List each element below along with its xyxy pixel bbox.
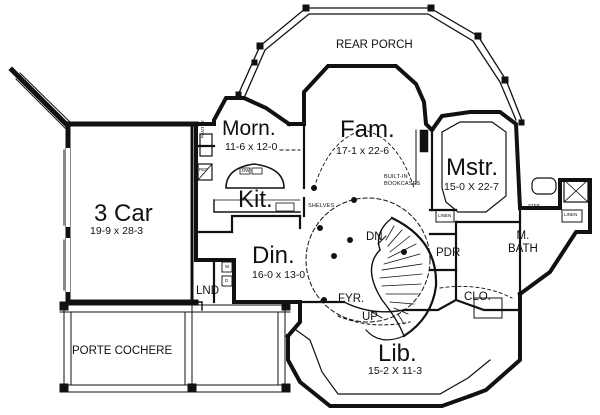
dining-room-dims: 16-0 x 13-0: [252, 269, 306, 281]
closet-label: CLO.: [464, 291, 491, 303]
morning-room-name: Morn.: [222, 117, 276, 140]
rear-porch-label: REAR PORCH: [336, 39, 413, 51]
garage-dims: 19-9 x 28-3: [90, 225, 144, 237]
dishwasher-note: DW: [242, 168, 250, 173]
dining-room-name: Din.: [252, 242, 295, 269]
pantry-note: PANTRY: [200, 120, 205, 138]
bookcases-note: BUILT-IN BOOKCASES: [384, 174, 421, 187]
stair-down-label: DN: [366, 231, 383, 243]
dryer-note: D: [225, 278, 229, 283]
laundry-label: LND: [196, 285, 220, 297]
kitchen-name: Kit.: [238, 186, 273, 213]
linen-note: LINEN: [438, 213, 452, 218]
foyer-stair: [305, 197, 438, 341]
porte-cochere-label: PORTE COCHERE: [72, 345, 173, 357]
library-dims: 15-2 X 11-3: [368, 365, 423, 377]
linen-note-2: LINEN: [564, 212, 578, 217]
porte-cochere: [59, 301, 291, 393]
rear-porch-outline: [235, 4, 525, 126]
garage-name: 3 Car: [94, 200, 153, 227]
washer-note: W: [225, 264, 230, 269]
powder-room-label: PDR: [436, 247, 461, 259]
master-room-dims: 15-0 X 22-7: [444, 181, 499, 193]
library-name: Lib.: [378, 340, 417, 367]
refrigerator-note: REF: [199, 167, 208, 172]
garage-walls: [63, 121, 203, 311]
family-room-name: Fam.: [340, 116, 395, 143]
columns: [311, 185, 407, 303]
family-room-dims: 17-1 x 22-6: [336, 145, 390, 157]
interior-walls: [194, 121, 589, 395]
stair-up-label: UP: [362, 311, 378, 323]
morning-room-dims: 11-6 x 12-0: [224, 141, 279, 153]
shelves-note: SHELVES: [308, 203, 335, 209]
step-note: STEP: [528, 203, 540, 208]
stair-arrows: [371, 235, 387, 319]
master-bath-label: M. BATH: [508, 230, 538, 256]
foyer-label: FYR.: [338, 293, 365, 305]
master-room-name: Mstr.: [446, 154, 498, 181]
side-wall-diagonal: [8, 66, 73, 132]
